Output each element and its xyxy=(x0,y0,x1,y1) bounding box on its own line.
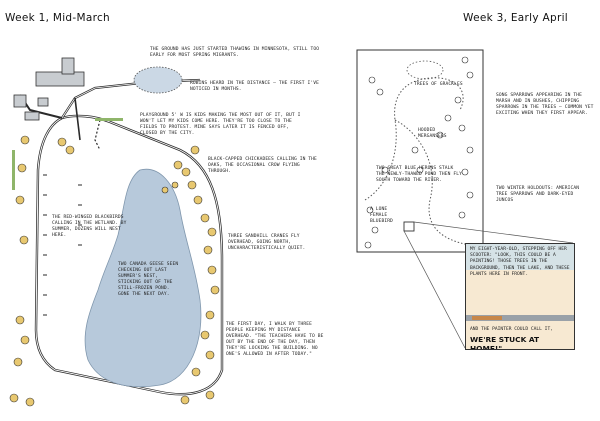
trail-right xyxy=(364,77,464,201)
note-robins: Robins heard in the distance — the first… xyxy=(190,81,319,93)
note-first-day: The first day, I walk by three people ke… xyxy=(226,322,324,358)
map-frame xyxy=(356,49,484,253)
note-geese: Two Canada geese seen checking out last … xyxy=(118,262,179,298)
note-playground: Playground 5' W is kids making the most … xyxy=(140,113,301,137)
trees-left xyxy=(9,135,220,407)
note-card-line2: And the painter could call it, xyxy=(470,327,553,332)
reeds-west xyxy=(12,150,15,190)
trees-right xyxy=(364,56,474,249)
school-building xyxy=(35,71,85,87)
note-mergansers: Hooded mergansers xyxy=(418,128,447,140)
zoom-box xyxy=(403,221,415,232)
left-page-title: Week 1, Mid-March xyxy=(5,12,110,24)
note-holdouts: Two winter holdouts: American tree sparr… xyxy=(496,186,580,204)
small-pond xyxy=(133,66,183,94)
note-card: My eight-year-old, stepping off her scoo… xyxy=(465,243,575,350)
note-grackles: Trees of grackles xyxy=(414,82,463,87)
note-card-plants xyxy=(472,316,502,320)
note-card-headline: We're stuck at home!" xyxy=(470,335,540,350)
note-bluebird: A lone female bluebird xyxy=(370,207,393,225)
wetland-marks xyxy=(43,174,82,316)
note-card-text: My eight-year-old, stepping off her scoo… xyxy=(470,247,570,277)
frozen-pond xyxy=(84,168,202,388)
note-card-sky xyxy=(466,244,574,270)
note-sparrows: Song sparrows appearing in the marsh and… xyxy=(496,93,594,117)
note-card-pond-strip xyxy=(466,315,574,321)
note-cranes: Three sandhill cranes fly overhead, goin… xyxy=(228,234,306,252)
right-page-title: Week 3, Early April xyxy=(463,12,569,24)
reeds-north xyxy=(95,118,123,121)
note-herons: Two great blue herons stalk the newly-th… xyxy=(376,166,462,184)
note-ground: The ground has just started thawing in M… xyxy=(150,47,320,59)
note-blackbirds: The red-winged blackbirds calling in the… xyxy=(52,215,127,239)
note-chickadees: Black-capped chickadees calling in the o… xyxy=(208,157,317,175)
